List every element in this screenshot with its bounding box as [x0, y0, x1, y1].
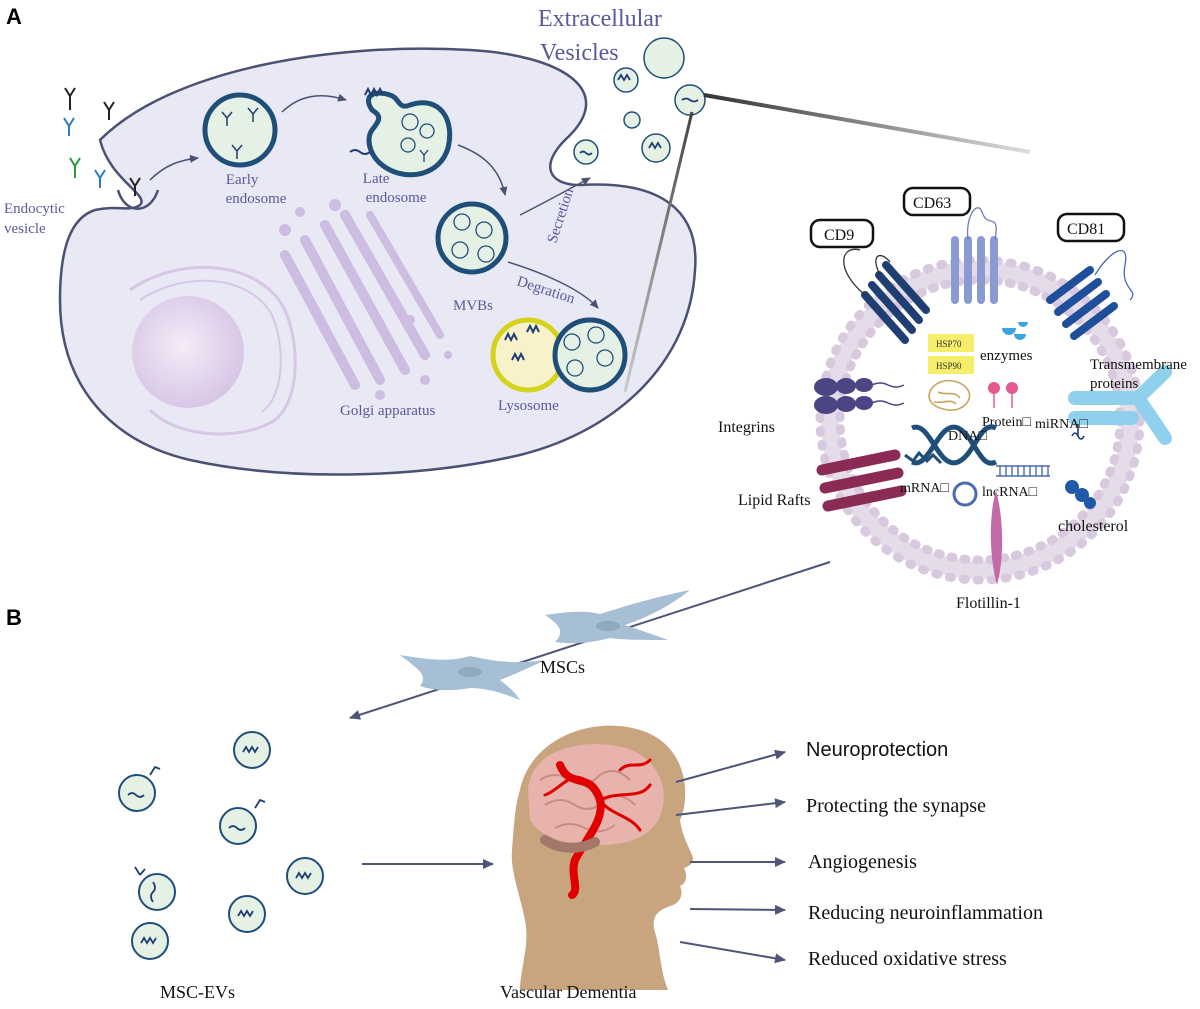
transmembrane-label: Transmembrane proteins — [1090, 357, 1191, 392]
enzymes-label: enzymes — [980, 348, 1033, 364]
cholesterol-label: cholesterol — [1058, 518, 1129, 535]
vascular-dementia-label: Vascular Dementia — [500, 982, 636, 1002]
cd9-protein — [861, 261, 930, 344]
integrins-label: Integrins — [718, 419, 775, 436]
cd63-tag — [902, 186, 972, 217]
mirna-label: miRNA□ — [1035, 417, 1088, 432]
integrin-tail — [871, 382, 905, 406]
lipid-rafts-glyph — [816, 449, 907, 512]
arrow-effect-5 — [679, 941, 786, 964]
mscs-label: MSCs — [540, 657, 585, 677]
hsp90-label: HSP90 — [936, 361, 962, 371]
cd63-label: CD63 — [913, 195, 951, 212]
arrow-early-late — [281, 93, 347, 113]
lysosome-label: Lysosome — [498, 398, 559, 414]
cd63-loop — [966, 207, 997, 241]
effect-angiogenesis: Angiogenesis — [808, 851, 917, 873]
cd9-tag — [809, 218, 875, 249]
hsp90-box — [928, 356, 974, 374]
dna-label: DNA□ — [948, 429, 987, 444]
flotillin-glyph — [990, 490, 1003, 585]
arrow-endocytosis — [149, 154, 199, 181]
mirna-glyph — [1071, 424, 1085, 440]
effect-neuroprotection: Neuroprotection — [806, 739, 948, 761]
early-endosome-label: Early endosome — [226, 172, 287, 207]
arrow-late-mvb — [457, 144, 508, 196]
late-endosome — [349, 86, 453, 178]
cd81-loop — [1094, 250, 1134, 301]
protein-pins — [988, 382, 1018, 408]
zoom-line-bottom — [623, 111, 694, 393]
msc-ev-cargo — [127, 745, 312, 945]
effect-protecting-synapse: Protecting the synapse — [806, 795, 986, 817]
lipid-rafts-label: Lipid Rafts — [738, 492, 810, 509]
golgi-apparatus — [279, 199, 452, 400]
integrins-glyph — [814, 378, 873, 414]
effect-reducing-neuroinflammation: Reducing neuroinflammation — [808, 902, 1043, 924]
cd9-loop — [843, 248, 891, 296]
msc-cells — [400, 590, 690, 700]
mvb — [435, 201, 509, 275]
msc-ev-vesicles — [118, 731, 324, 960]
lncrna-circle — [952, 481, 978, 507]
effect-reduced-oxidative-stress: Reduced oxidative stress — [808, 948, 1007, 970]
zoom-line-top — [703, 93, 1031, 154]
arrow-effect-2 — [675, 798, 786, 816]
cd81-tag — [1056, 212, 1126, 243]
panel-a-letter: A — [6, 4, 22, 29]
endocytic-pit — [116, 189, 160, 210]
arrow-effect-1 — [675, 749, 786, 783]
cd81-label: CD81 — [1067, 221, 1105, 238]
nucleus — [129, 266, 297, 436]
panel-b-letter: B — [6, 605, 22, 630]
arrow-secretion — [519, 177, 591, 216]
extracellular-vesicles-label: Extracellular Vesicles — [538, 6, 668, 66]
early-endosome — [202, 92, 278, 168]
hsp70-box — [928, 334, 974, 352]
enzymes-glyph — [1002, 322, 1028, 340]
mvb-fused — [552, 317, 628, 393]
arrow-effect-4 — [689, 904, 786, 915]
mrna-label: mRNA□ — [900, 481, 949, 496]
late-endosome-label: Late endosome — [363, 171, 427, 206]
transmembrane-protein — [1068, 365, 1172, 445]
brain — [528, 744, 664, 899]
mrna-glyph — [904, 450, 943, 465]
mvbs-label: MVBs — [453, 298, 493, 314]
flotillin-label: Flotillin-1 — [956, 595, 1021, 612]
golgi-label: Golgi apparatus — [340, 403, 436, 419]
cd63-protein — [951, 236, 998, 304]
endocytic-vesicle-label: Endocytic vesicle — [4, 201, 69, 237]
lncrna-ladder — [996, 465, 1050, 477]
msc-evs-label: MSC-EVs — [160, 982, 235, 1002]
cholesterol-glyph — [1065, 480, 1096, 509]
hsp70-label: HSP70 — [936, 339, 962, 349]
cd9-label: CD9 — [824, 227, 854, 244]
receptor-glyphs — [63, 87, 141, 196]
arrow-degradation — [507, 261, 599, 309]
vesicle-cargo-marks — [579, 73, 699, 156]
lncrna-label: lncRNA□ — [982, 485, 1038, 500]
protein-blob — [928, 379, 971, 411]
cd81-protein — [1046, 266, 1118, 340]
